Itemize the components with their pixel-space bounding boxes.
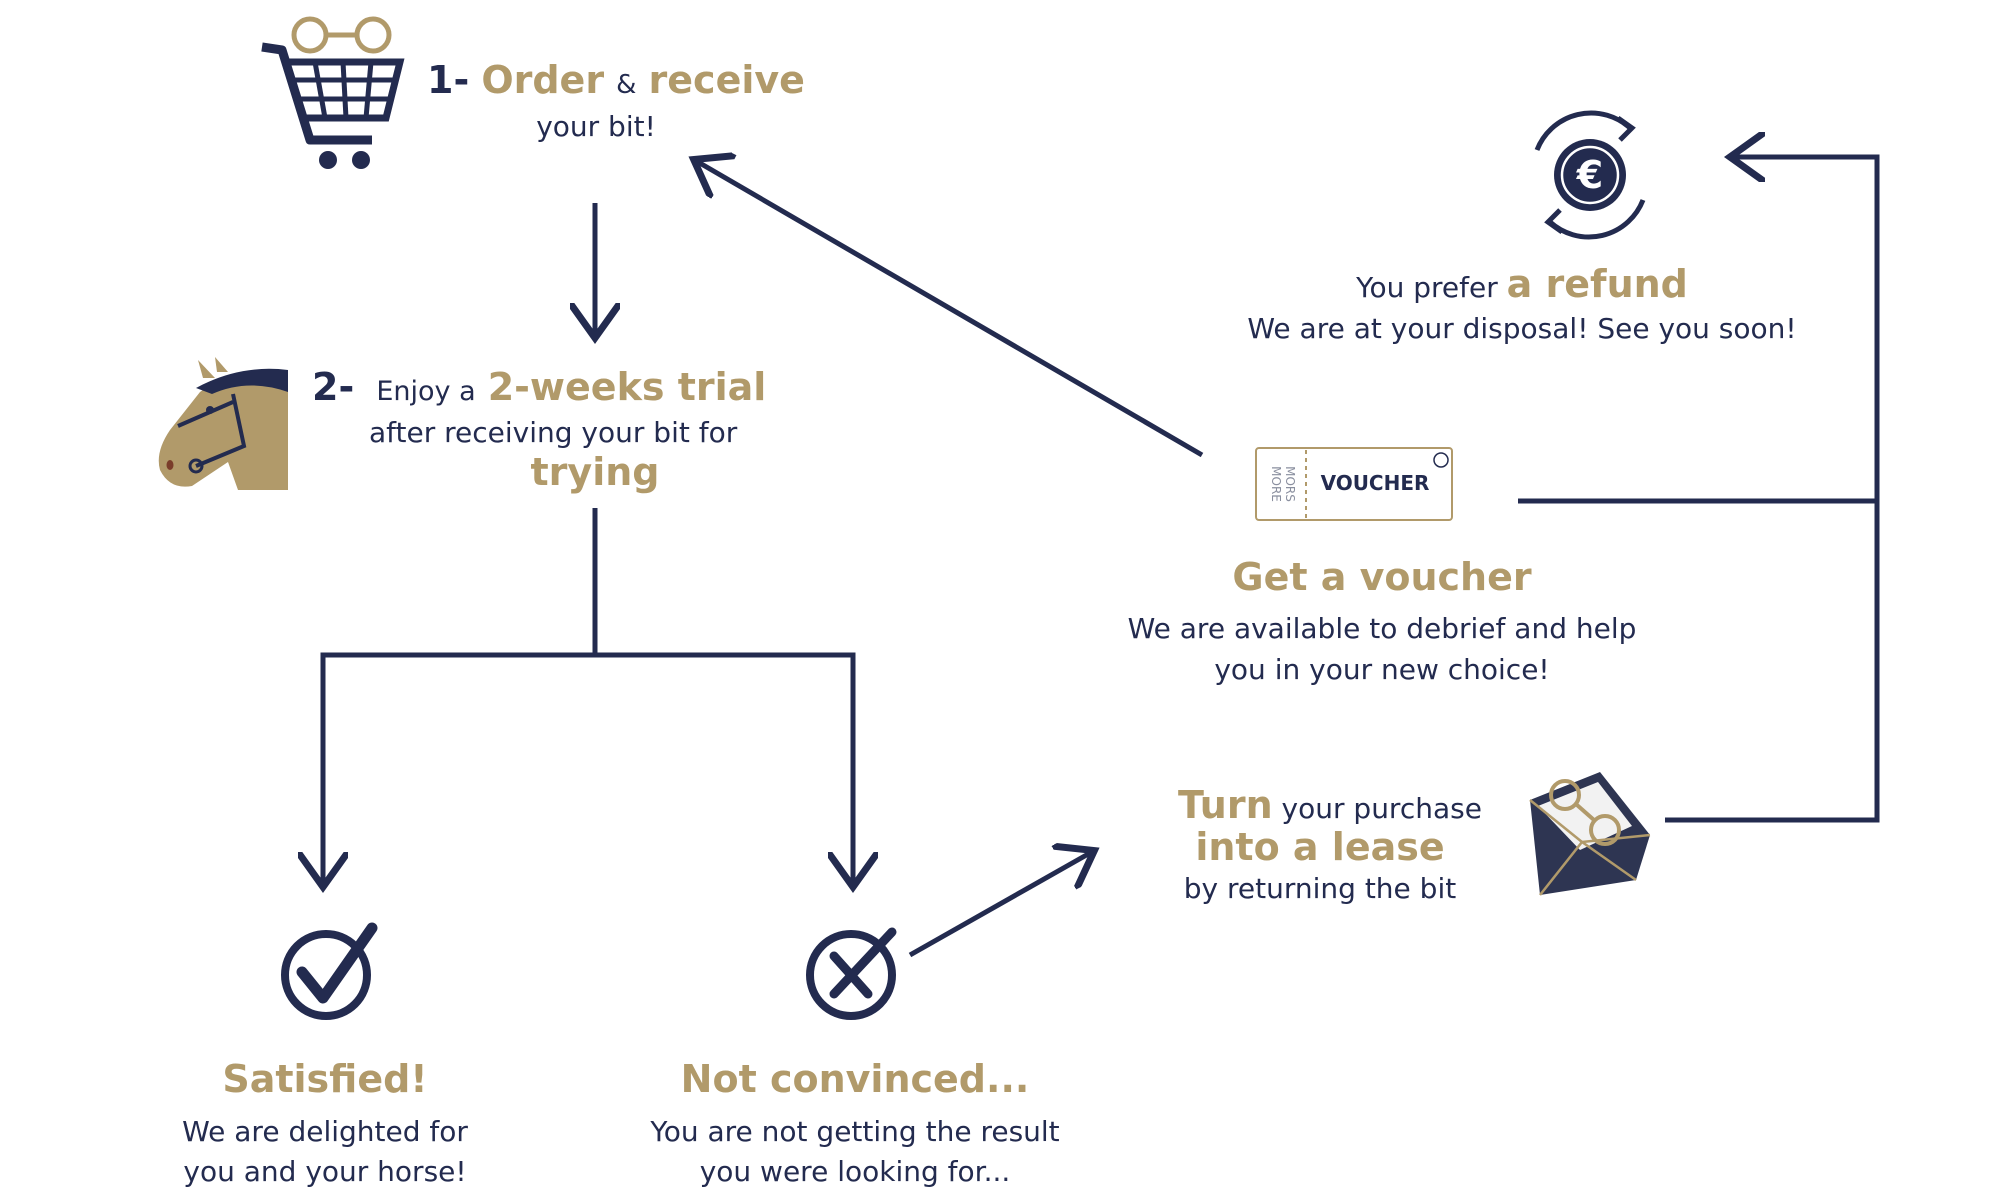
voucher-line2: you in your new choice! <box>1214 653 1550 686</box>
shopping-cart-icon <box>261 16 405 169</box>
satisfied-title: Satisfied! <box>222 1057 428 1101</box>
step1-subtext: your bit! <box>536 110 656 143</box>
voucher-ticket-icon: MORS MORE VOUCHER <box>1255 447 1453 521</box>
not-convinced-line2: you were looking for... <box>699 1155 1011 1188</box>
lease-purchase: your purchase <box>1281 792 1482 825</box>
voucher-title: Get a voucher <box>1232 555 1532 599</box>
lease-heading: Turn your purchase <box>1178 783 1482 827</box>
connector-branch <box>320 652 856 885</box>
arrow-voucher-to-step1 <box>698 162 1204 458</box>
step1-number: 1- <box>427 58 470 102</box>
not-convinced-text: You are not getting the result you were … <box>650 1112 1059 1192</box>
satisfied-text: We are delighted for you and your horse! <box>182 1112 468 1192</box>
satisfied-line1: We are delighted for <box>182 1115 468 1148</box>
voucher-line1: We are available to debrief and help <box>1127 612 1637 645</box>
check-circle-icon <box>281 922 378 1020</box>
step1-amp: & <box>616 70 637 100</box>
step2-number: 2- <box>312 365 355 409</box>
refund-prefix: You prefer <box>1356 271 1498 304</box>
lease-into: into a lease <box>1195 825 1445 869</box>
step2-heading: 2- Enjoy a 2-weeks trial <box>312 365 766 409</box>
svg-text:€: € <box>1576 153 1603 197</box>
step1-heading: 1- Order & receive <box>427 58 805 102</box>
horse-head-icon <box>158 357 288 490</box>
euro-refund-icon: € <box>1534 110 1646 240</box>
refund-heading: You prefer a refund <box>1356 262 1688 306</box>
voucher-ticket-label: VOUCHER <box>1321 471 1430 495</box>
step1-receive: receive <box>648 58 805 102</box>
step1-order: Order <box>481 58 605 102</box>
lease-turn: Turn <box>1178 783 1273 827</box>
satisfied-line2: you and your horse! <box>183 1155 467 1188</box>
not-convinced-title: Not convinced... <box>680 1057 1030 1101</box>
x-circle-icon <box>806 927 897 1020</box>
step2-trying: trying <box>530 450 660 494</box>
refund-highlight: a refund <box>1506 262 1688 306</box>
voucher-text: We are available to debrief and help you… <box>1128 608 1637 690</box>
step2-line2: after receiving your bit for <box>369 416 738 449</box>
voucher-brand-1: MORS <box>1283 466 1297 502</box>
voucher-brand-2: MORE <box>1269 466 1283 502</box>
arrow-to-lease <box>908 853 1090 958</box>
step2-trial: 2-weeks trial <box>487 365 767 409</box>
not-convinced-line1: You are not getting the result <box>650 1115 1060 1148</box>
refund-line2: We are at your disposal! See you soon! <box>1247 312 1797 345</box>
connector-lease-to-refund <box>1665 157 1880 823</box>
step2-enjoy: Enjoy a <box>376 376 476 407</box>
envelope-icon <box>1529 772 1651 896</box>
lease-line3: by returning the bit <box>1183 872 1457 905</box>
